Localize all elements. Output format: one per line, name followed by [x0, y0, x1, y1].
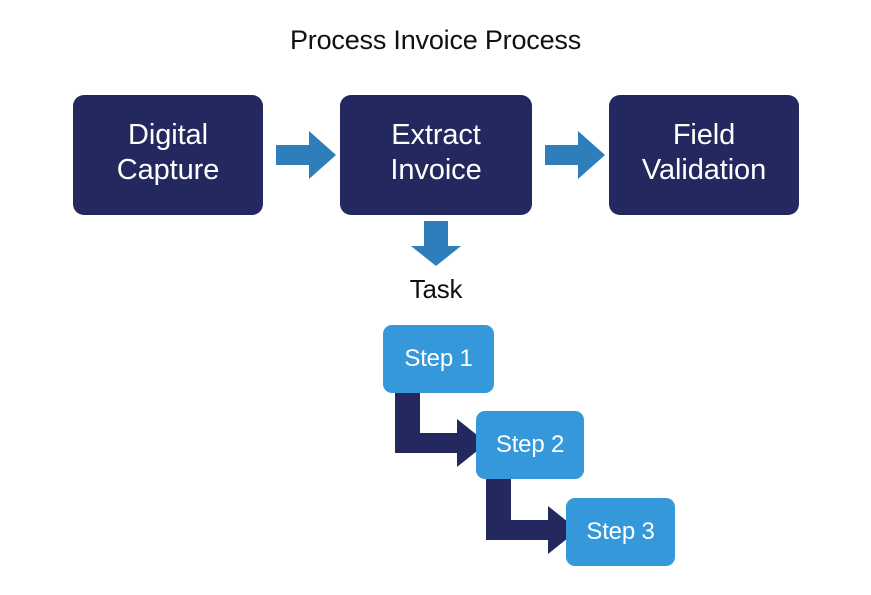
step-label-2: Step 2	[495, 431, 565, 458]
step-label-1: Step 1	[404, 345, 473, 372]
stage-box-digital-capture[interactable]: Digital Capture	[73, 95, 263, 215]
stage-box-field-validation[interactable]: Field Validation	[609, 95, 799, 215]
step-box-1[interactable]: Step 1	[383, 325, 494, 393]
arrow-right-icon-extract-to-validation	[545, 131, 605, 179]
step-label-3: Step 3	[586, 518, 655, 545]
stage-label-digital-capture: Digital Capture	[116, 118, 220, 186]
elbow-arrow-icon-step2-to-step3	[486, 473, 578, 554]
stage-label-field-validation: Field Validation	[641, 118, 767, 186]
arrow-right-icon-capture-to-extract	[276, 131, 336, 179]
step-box-2[interactable]: Step 2	[476, 411, 584, 479]
elbow-arrow-icon-step1-to-step2	[395, 386, 487, 467]
page-title: Process Invoice Process	[289, 25, 582, 55]
task-caption: Task	[409, 274, 463, 304]
arrow-down-icon-extract-to-task	[411, 221, 461, 266]
stage-box-extract-invoice[interactable]: Extract Invoice	[340, 95, 532, 215]
stage-label-extract-invoice: Extract Invoice	[390, 118, 482, 186]
step-box-3[interactable]: Step 3	[566, 498, 675, 566]
